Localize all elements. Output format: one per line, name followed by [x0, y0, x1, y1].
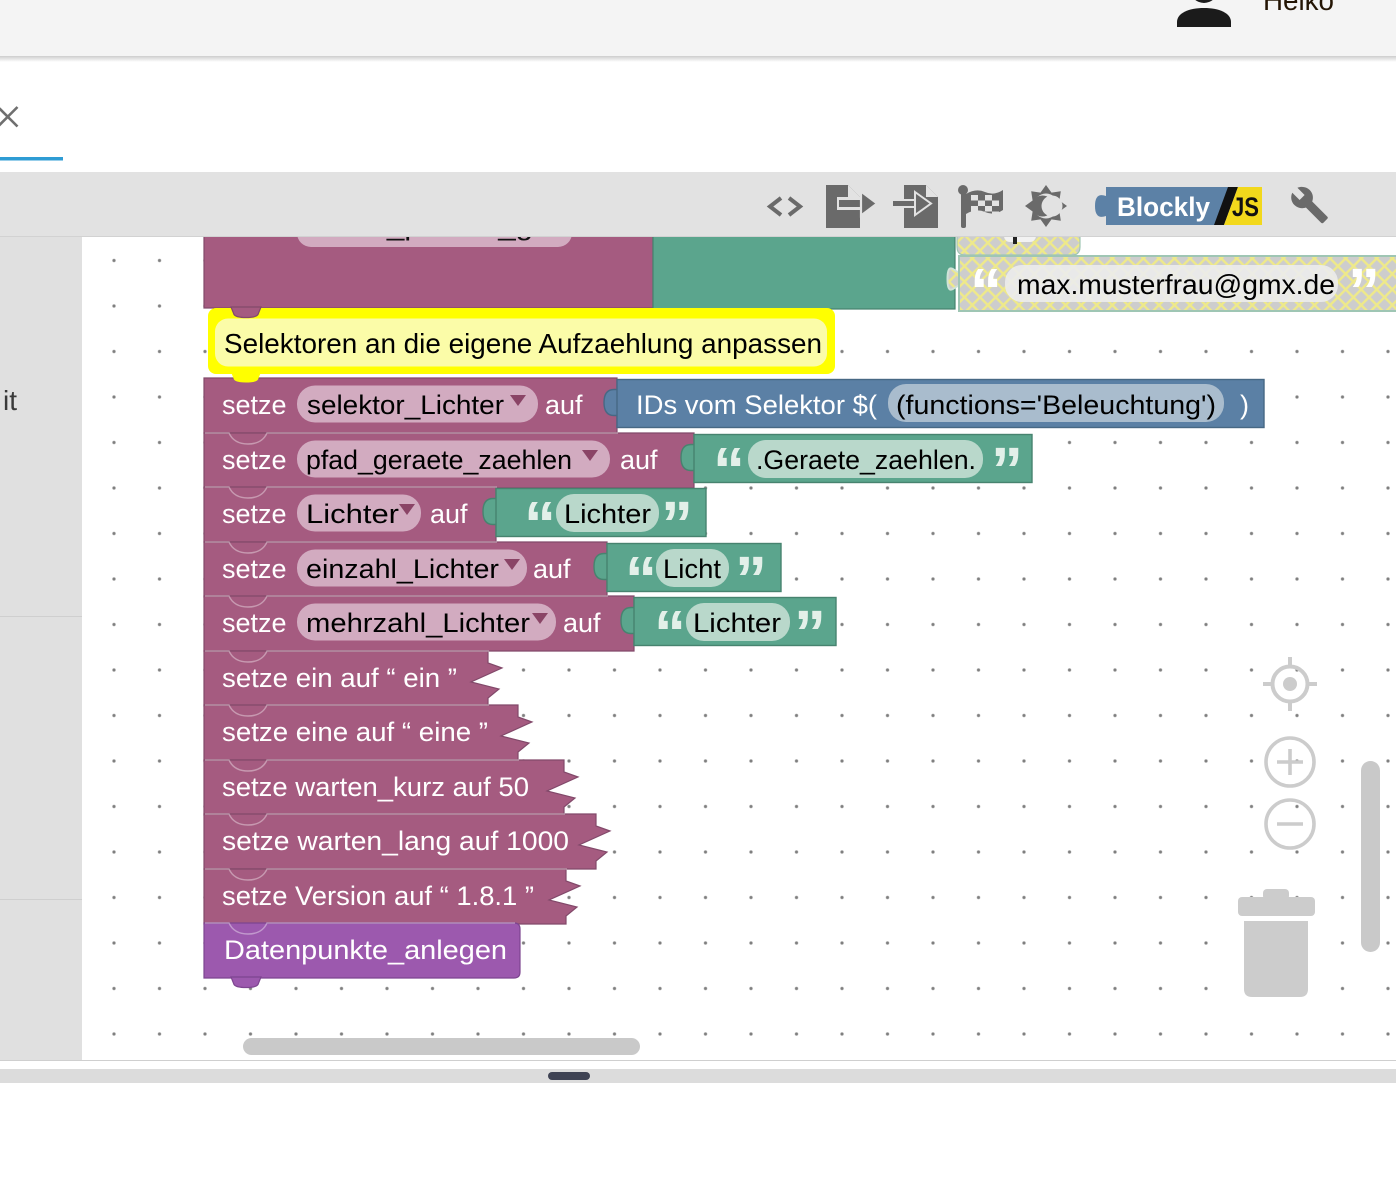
svg-text:mehrzahl_Lichter: mehrzahl_Lichter [306, 608, 530, 638]
svg-text:Blockly: Blockly [1117, 192, 1210, 222]
svg-text:einzahl_Lichter: einzahl_Lichter [306, 554, 499, 584]
svg-text:max.musterfrau@gmx.de: max.musterfrau@gmx.de [1017, 269, 1335, 300]
svg-text:setze warten_lang auf 1000: setze warten_lang auf 1000 [222, 826, 569, 856]
svg-text:Lichter: Lichter [564, 499, 651, 529]
svg-text:IDs vom Selektor $(: IDs vom Selektor $( [636, 390, 877, 420]
svg-text:JS: JS [1232, 192, 1259, 222]
svg-text:setze eine auf “ eine ”: setze eine auf “ eine ” [222, 717, 488, 747]
svg-text:setze: setze [222, 608, 287, 638]
svg-text:setze: setze [222, 554, 287, 584]
svg-text:auf: auf [620, 445, 658, 475]
svg-text:“: “ [970, 255, 1002, 327]
svg-text:“: “ [713, 434, 745, 506]
svg-text:auf: auf [563, 608, 601, 638]
svg-text:): ) [1240, 390, 1249, 420]
svg-text:”: ” [794, 597, 826, 669]
svg-text:Licht: Licht [663, 554, 721, 584]
svg-text:setze warten_kurz auf 50: setze warten_kurz auf 50 [222, 772, 529, 802]
svg-text:Selektoren an die eigene Aufza: Selektoren an die eigene Aufzaehlung anp… [224, 328, 822, 359]
svg-text:setze: setze [222, 499, 287, 529]
svg-text:Heiko: Heiko [1263, 0, 1334, 17]
svg-text:Lichter: Lichter [693, 608, 781, 638]
svg-text:(functions='Beleuchtung'): (functions='Beleuchtung') [896, 390, 1216, 420]
svg-text:Lichter: Lichter [306, 499, 399, 529]
svg-text:setze: setze [222, 390, 287, 420]
svg-text:auf: auf [533, 554, 571, 584]
svg-text:auf: auf [545, 390, 583, 420]
svg-text:”: ” [1348, 255, 1380, 327]
svg-text:setze: setze [222, 445, 287, 475]
svg-text:setze_praefix_gerte: setze_praefix_gerte [312, 237, 587, 241]
svg-text:selektor_Lichter: selektor_Lichter [307, 390, 504, 420]
svg-text:”: ” [991, 434, 1023, 506]
svg-text:Datenpunkte_anlegen: Datenpunkte_anlegen [224, 935, 507, 965]
svg-text:auf: auf [430, 499, 468, 529]
svg-text:“: “ [654, 597, 686, 669]
svg-text:setze ein auf “ ein ”: setze ein auf “ ein ” [222, 663, 457, 693]
svg-text:.Geraete_zaehlen.: .Geraete_zaehlen. [756, 445, 976, 475]
svg-text:setze Version auf “ 1.8.1 ”: setze Version auf “ 1.8.1 ” [222, 881, 534, 911]
svg-text:pfad_geraete_zaehlen: pfad_geraete_zaehlen [306, 445, 572, 475]
